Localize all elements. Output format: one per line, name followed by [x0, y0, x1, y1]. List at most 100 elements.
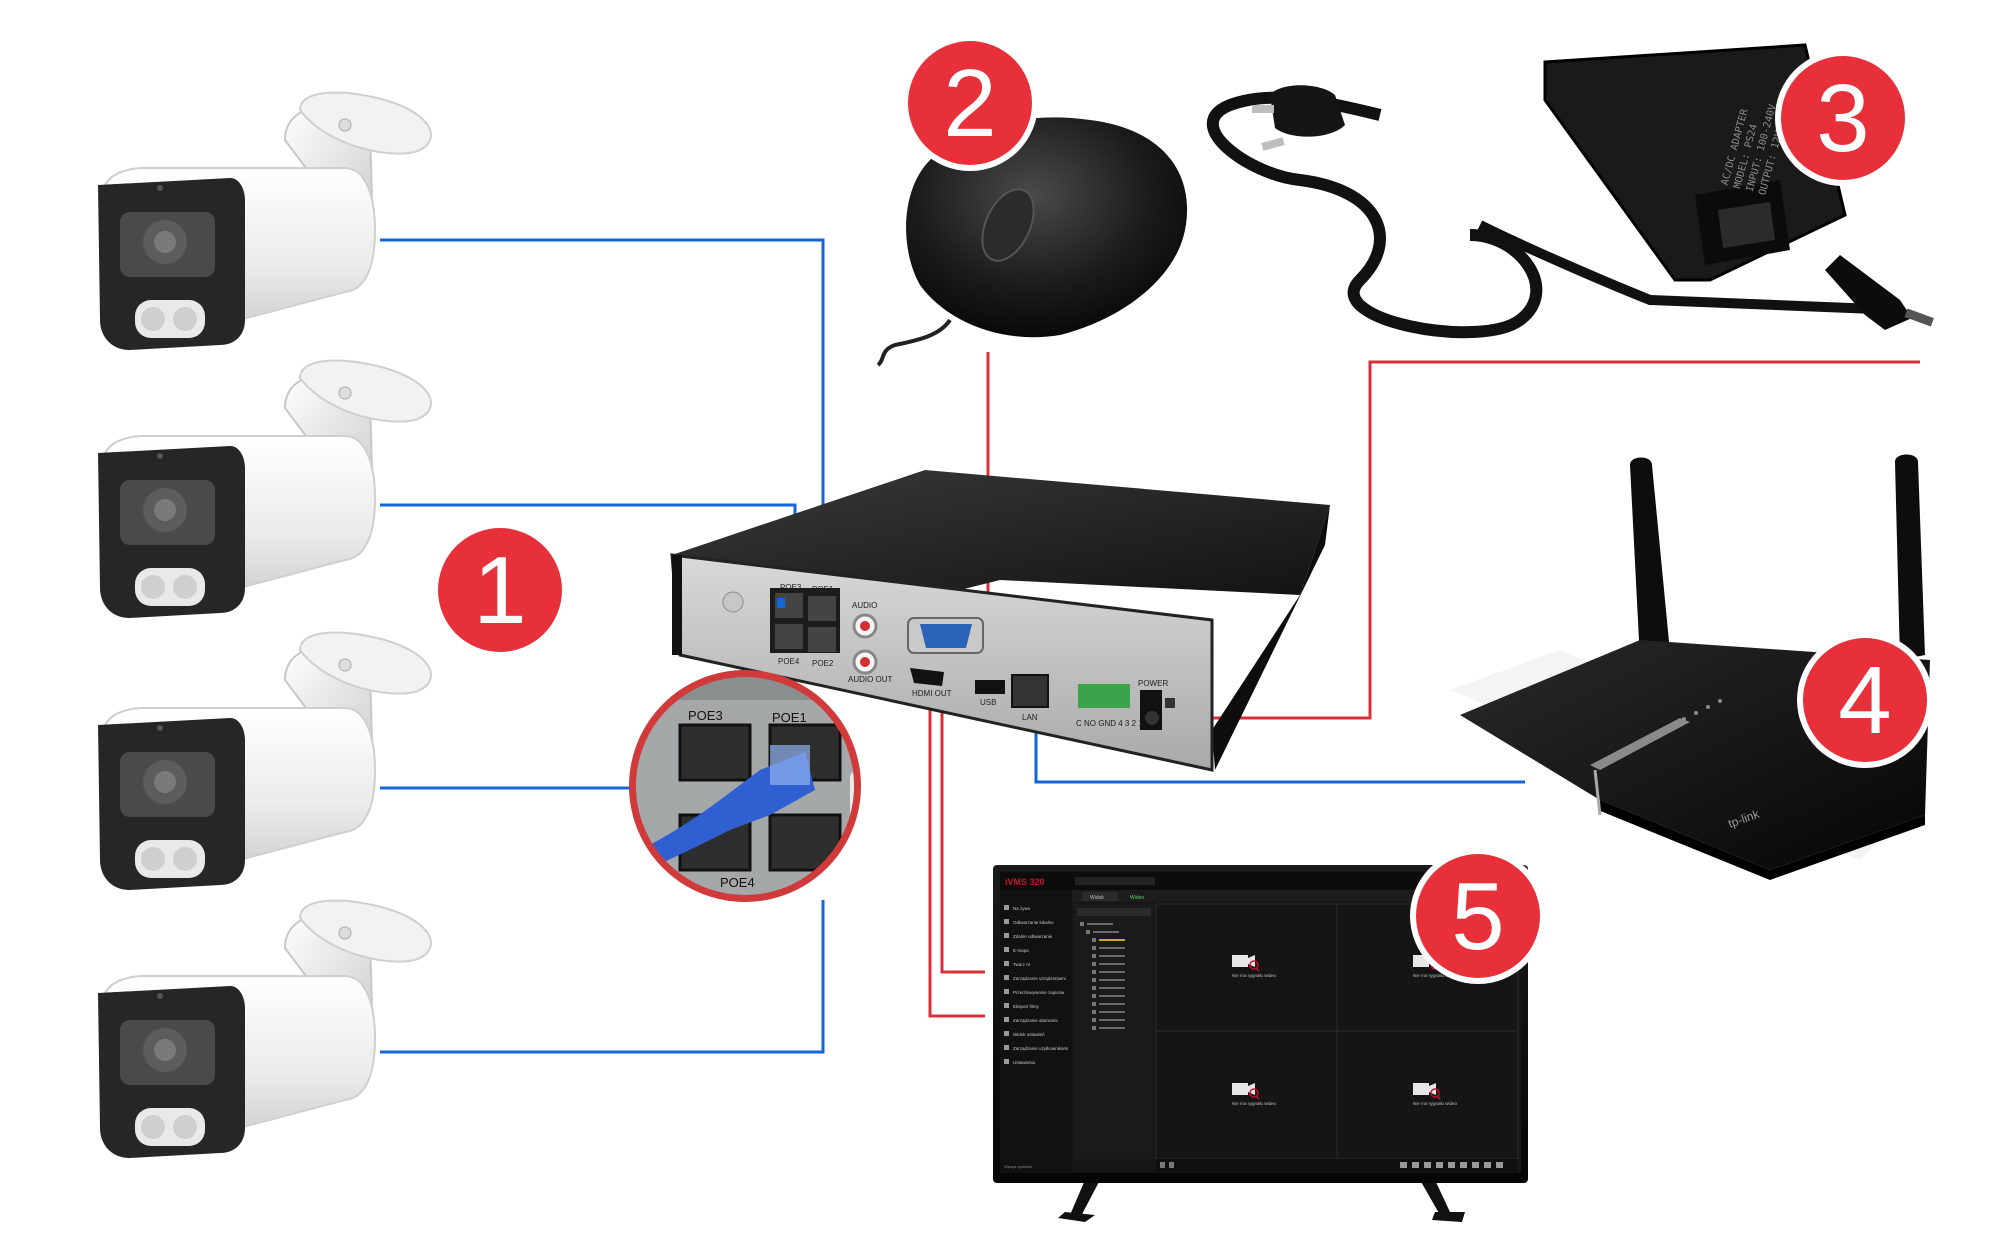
tile-message: Nie ma sygnału wideo	[1413, 1101, 1458, 1106]
nvr-label-poe1: POE1	[812, 585, 834, 594]
toolbar-icon[interactable]	[1496, 1162, 1503, 1168]
tree-node-row[interactable]	[1099, 1027, 1125, 1029]
ivms-video-tile-4[interactable]: Nie ma sygnału wideo	[1413, 1083, 1458, 1106]
ivms-video-tile-1[interactable]: Nie ma sygnału wideo	[1232, 955, 1277, 978]
toolbar-icon[interactable]	[1424, 1162, 1431, 1168]
toolbar-icon[interactable]	[1400, 1162, 1407, 1168]
badge-disc	[438, 528, 562, 652]
tree-node-icon	[1092, 938, 1096, 942]
camera-1	[98, 91, 432, 350]
menu-icon	[1004, 933, 1009, 938]
menu-icon	[1004, 1059, 1009, 1064]
toolbar-icon[interactable]	[1484, 1162, 1491, 1168]
tree-node-row[interactable]	[1099, 995, 1125, 997]
ivms-menu-item[interactable]: Zarządzanie urządzeniami	[1004, 975, 1066, 981]
tree-node-icon	[1086, 930, 1090, 934]
tree-node-row[interactable]	[1099, 939, 1125, 941]
tree-node-icon	[1092, 1002, 1096, 1006]
ivms-menu-label: Zarządzanie użytkownikami	[1013, 1046, 1068, 1051]
ivms-menu-label: Zarządzanie alarmami	[1013, 1018, 1058, 1023]
tree-node-row[interactable]	[1099, 955, 1125, 957]
monitor-foot-right	[1420, 1180, 1450, 1215]
ivms-menu-item[interactable]: Odtwarzanie lokalne	[1004, 919, 1054, 925]
nvr-label-audio-in: AUDIO	[852, 601, 877, 610]
ivms-menu-item[interactable]: Ustawienia	[1004, 1059, 1036, 1065]
tree-node-icon	[1092, 994, 1096, 998]
zoom-label-poe3: POE3	[688, 708, 723, 723]
nvr-right-side	[1212, 505, 1330, 770]
ivms-menu-label: Twarz AI	[1013, 962, 1030, 967]
toolbar-icon[interactable]	[1436, 1162, 1443, 1168]
ivms-menu-item[interactable]: Na żywo	[1004, 905, 1031, 911]
power-cable-line	[1162, 360, 1920, 720]
tree-node-row[interactable]	[1099, 1003, 1125, 1005]
tree-node-icon	[1092, 978, 1096, 982]
camera4-cable	[380, 900, 825, 1054]
tree-node-row[interactable]	[1087, 923, 1113, 925]
tree-node-row[interactable]	[1099, 947, 1125, 949]
tree-node-row[interactable]	[1099, 987, 1125, 989]
tree-node-row[interactable]	[1099, 963, 1125, 965]
ivms-menu-item[interactable]: Eksport filmy	[1004, 1003, 1040, 1009]
nvr-power-jack	[1140, 690, 1162, 730]
hdmi-cable-line-2	[928, 690, 985, 1018]
badge-number: 4	[1838, 647, 1891, 754]
mouse-body	[906, 117, 1188, 338]
nvr-audio-jacks	[852, 613, 878, 675]
mouse-cable	[876, 318, 952, 367]
tree-node-icon	[1092, 946, 1096, 950]
badge-disc	[908, 41, 1032, 165]
toolbar-icon[interactable]	[1460, 1162, 1467, 1168]
ivms-menu-item[interactable]: Zarządzanie alarmami	[1004, 1017, 1058, 1023]
ivms-footer-version: Wersja systemu	[1004, 1164, 1032, 1169]
nvr-fan-logo	[722, 591, 744, 613]
ivms-menu-label: Widok ustawień	[1013, 1032, 1045, 1037]
menu-icon	[1004, 905, 1009, 910]
ivms-menu-item[interactable]: Zdalne odtwarzanie	[1004, 933, 1053, 939]
ivms-menu-item[interactable]: Zarządzanie użytkownikami	[1004, 1045, 1068, 1051]
tree-node-icon	[1092, 962, 1096, 966]
zoom-label-poe4: POE4	[720, 875, 755, 890]
badge-number: 3	[1816, 65, 1869, 172]
ivms-video-tile-3[interactable]: Nie ma sygnału wideo	[1232, 1083, 1277, 1106]
ivms-tab-video[interactable]: Wideo	[1130, 895, 1144, 901]
zoom-label-poe1: POE1	[772, 710, 807, 725]
ivms-menu-item[interactable]: Widok ustawień	[1004, 1031, 1045, 1037]
toolbar-icon[interactable]	[1412, 1162, 1419, 1168]
nvr-label-poe2: POE2	[812, 659, 834, 668]
toolbar-icon[interactable]	[1160, 1162, 1165, 1168]
hdmi-cable-line-1	[940, 690, 985, 974]
tree-node-row[interactable]	[1093, 931, 1119, 933]
menu-icon	[1004, 1031, 1009, 1036]
ivms-tab-view[interactable]: Widok	[1090, 895, 1104, 901]
no-signal-icon	[1232, 955, 1260, 972]
badge-number: 2	[943, 50, 996, 157]
badge-disc	[1416, 854, 1540, 978]
ivms-app-title: iVMS 320	[1005, 877, 1045, 887]
nvr-label-poe4: POE4	[778, 657, 800, 666]
ivms-menu-item[interactable]: Przechowywanie zapisów	[1004, 989, 1065, 995]
ivms-menu-label: Na żywo	[1013, 906, 1031, 911]
ivms-menu-label: Ustawienia	[1013, 1060, 1036, 1065]
badge-1: 1	[432, 522, 568, 658]
ivms-menu-item[interactable]: Twarz AI	[1004, 961, 1030, 967]
toolbar-icon[interactable]	[1448, 1162, 1455, 1168]
ivms-menu-item[interactable]: E-mapa	[1004, 947, 1029, 953]
menu-icon	[1004, 1045, 1009, 1050]
nvr-label-audio-out: AUDIO OUT	[848, 675, 893, 684]
tree-node-row[interactable]	[1099, 1019, 1125, 1021]
tree-node-row[interactable]	[1099, 971, 1125, 973]
nvr-recorder: POE3 POE1 POE4 POE2 AUDIO AUDIO OUT HDMI…	[670, 470, 1330, 772]
tree-node-icon	[1092, 954, 1096, 958]
toolbar-icon[interactable]	[1472, 1162, 1479, 1168]
tile-message: Nie ma sygnału wideo	[1232, 973, 1277, 978]
tree-node-row[interactable]	[1099, 1011, 1125, 1013]
badge-3: 3	[1775, 50, 1911, 186]
tree-node-row[interactable]	[1099, 979, 1125, 981]
ivms-tree-search[interactable]	[1077, 908, 1151, 916]
nvr-lan-port	[1011, 674, 1049, 708]
schuko-plug	[1252, 85, 1345, 151]
toolbar-icon[interactable]	[1169, 1162, 1174, 1168]
